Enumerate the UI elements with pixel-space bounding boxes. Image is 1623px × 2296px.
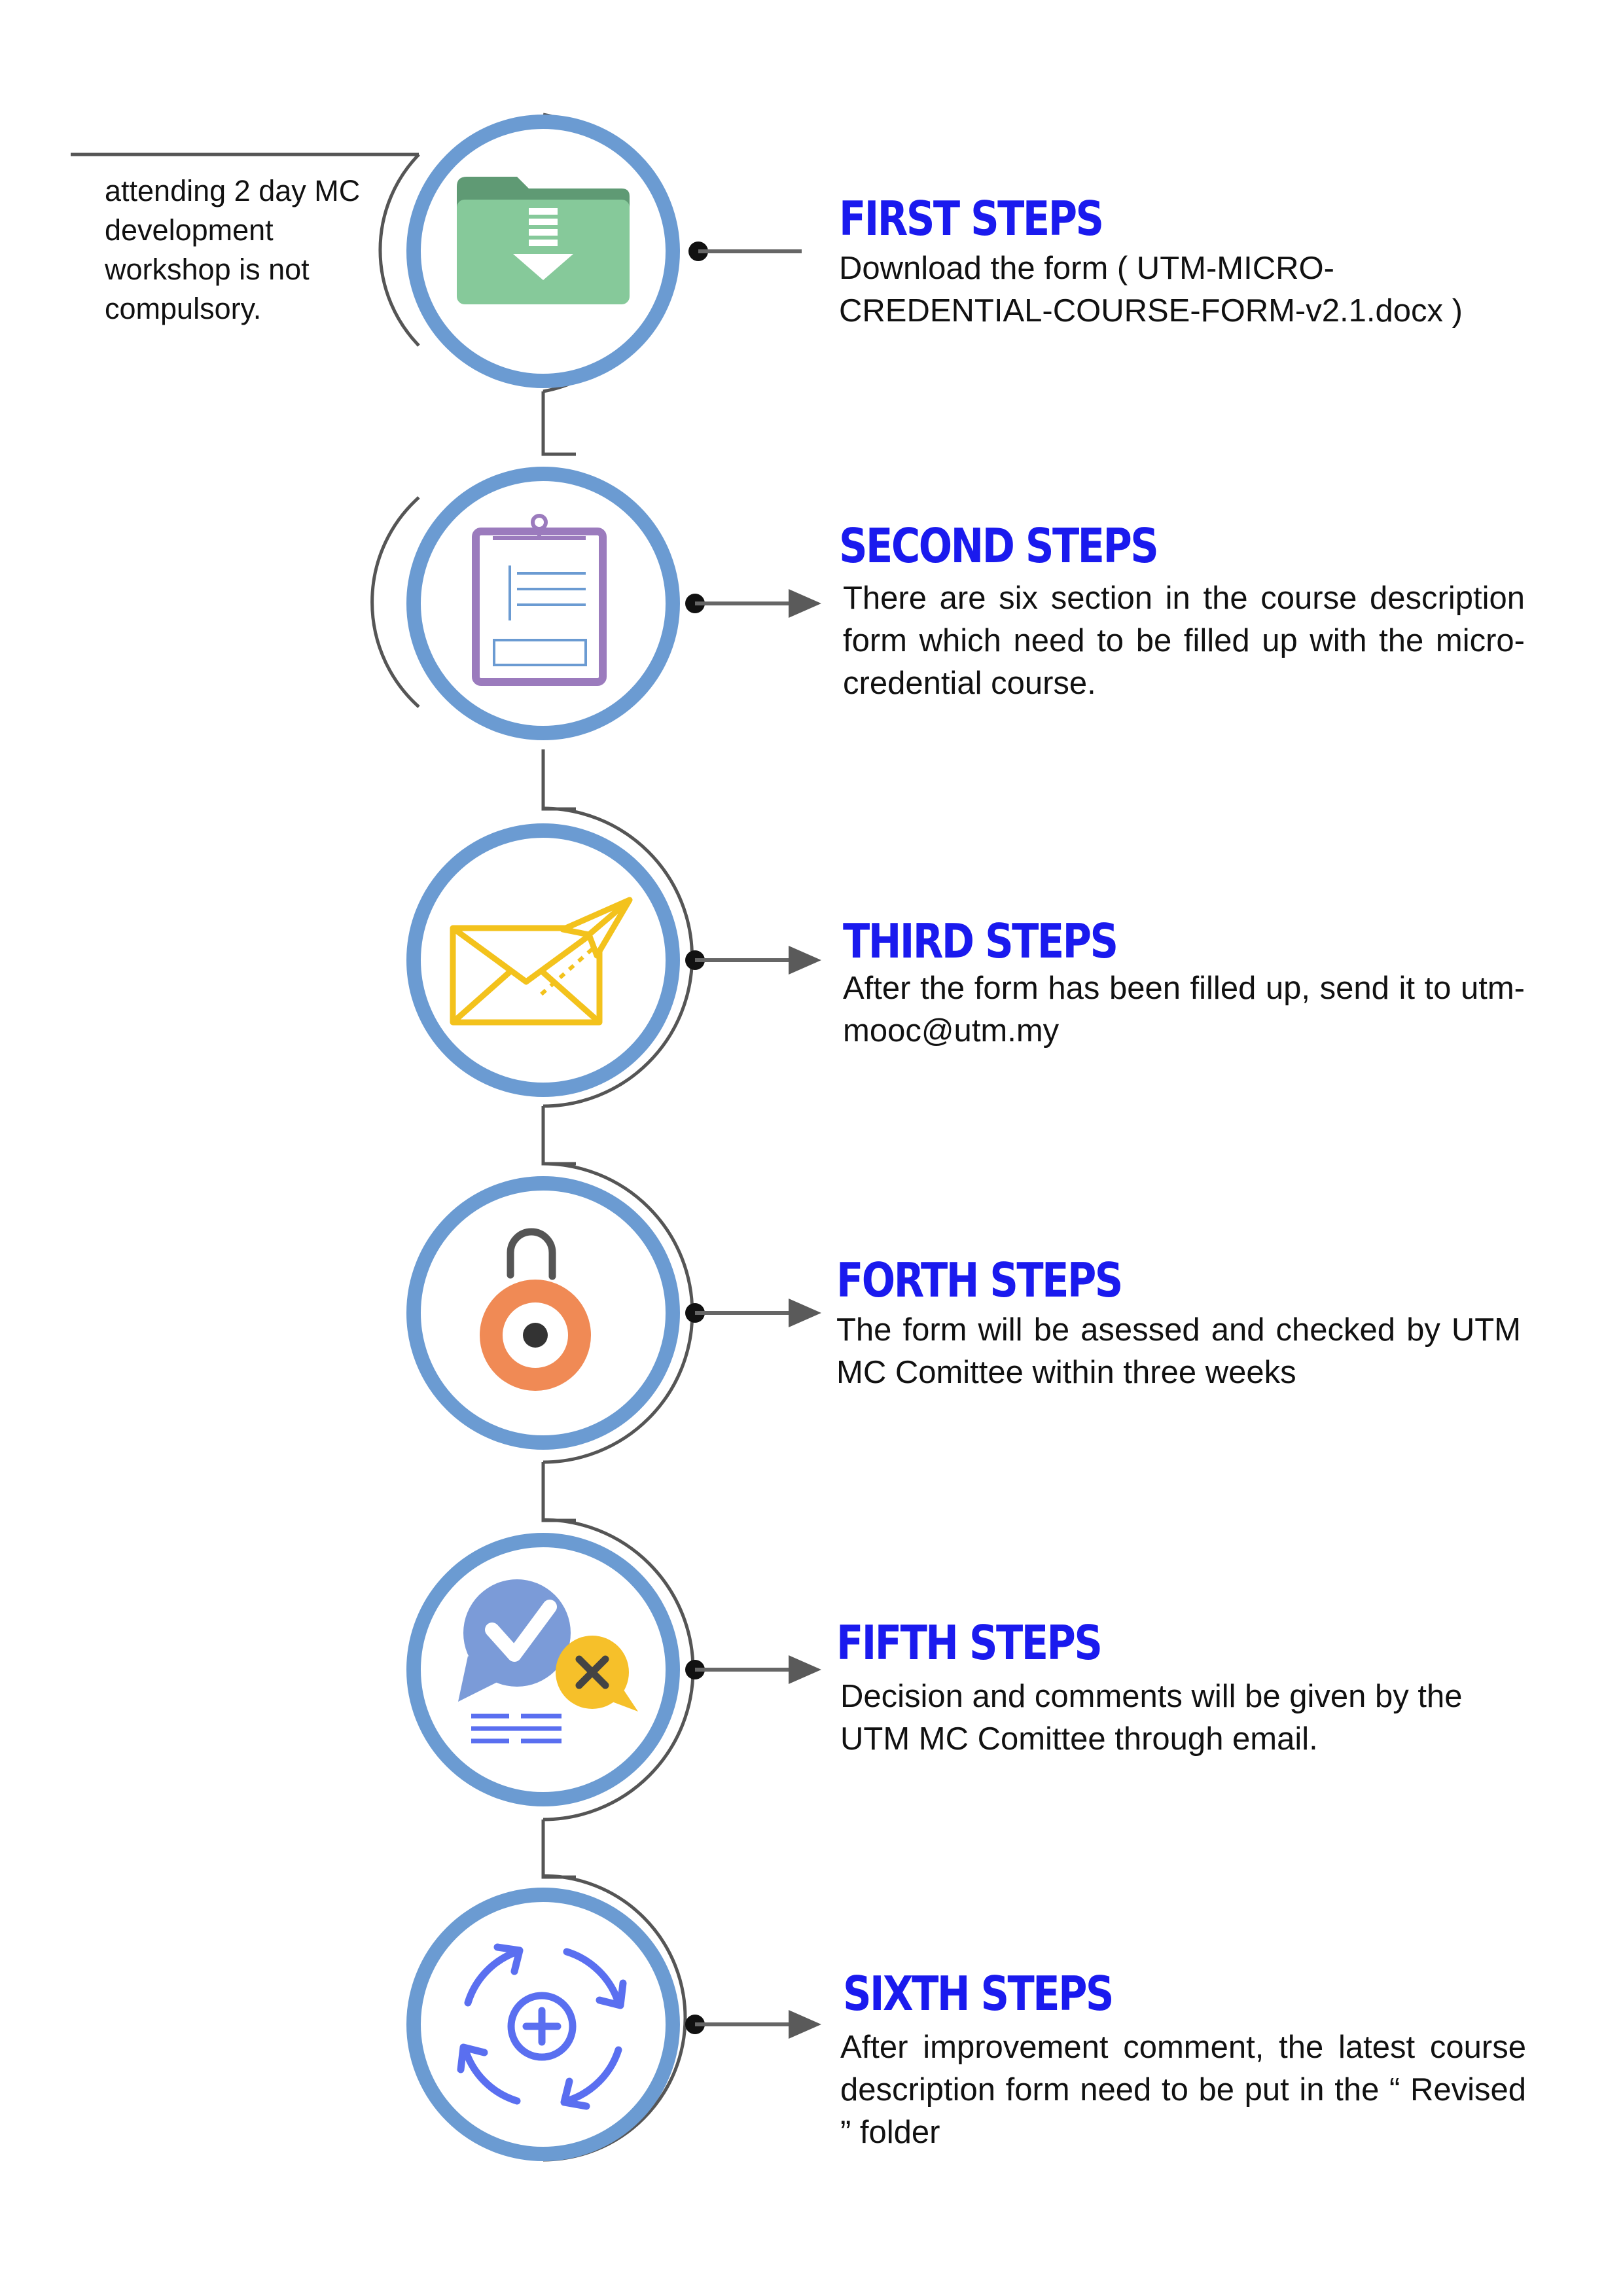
connector-4-5	[541, 1462, 576, 1522]
envelope-send-icon	[450, 897, 633, 1026]
step-6-title: SIXTH STEPS	[843, 1966, 1114, 2021]
step-1-title: FIRST STEPS	[839, 191, 1104, 246]
step-5-node	[406, 1518, 821, 1821]
step-1-description: Download the form ( UTM-MICRO-CREDENTIAL…	[839, 251, 1463, 329]
step-5-description: Decision and comments will be given by t…	[840, 1679, 1463, 1757]
workshop-note: attending 2 day MC development workshop …	[105, 174, 361, 325]
folder-download-icon	[457, 177, 630, 304]
step-2-outer-arc	[370, 496, 420, 708]
revise-cycle-icon	[457, 1943, 627, 2110]
step-2-arrowhead	[789, 589, 821, 618]
step-1-node	[406, 113, 802, 393]
step-4-title: FORTH STEPS	[836, 1253, 1123, 1308]
step-4-arrowhead	[789, 1299, 821, 1327]
connector-2-3	[541, 749, 576, 811]
step-3-description: After the form has been filled up, send …	[843, 971, 1525, 1049]
step-6-description: After improvement comment, the latest co…	[840, 2030, 1526, 2150]
step-2-title: SECOND STEPS	[839, 518, 1159, 573]
step-4-node	[406, 1162, 821, 1464]
step-3-title: THIRD STEPS	[843, 914, 1118, 969]
connector-1-2	[541, 391, 576, 456]
step-4-description: The form will be asessed and checked by …	[836, 1312, 1521, 1390]
note-leader	[71, 152, 420, 347]
connector-3-4	[541, 1106, 576, 1166]
step-5-arrowhead	[789, 1655, 821, 1684]
step-3-arrowhead	[789, 946, 821, 975]
step-6-arrowhead	[789, 2010, 821, 2039]
connector-5-6	[541, 1820, 576, 1879]
step-6-node	[406, 1874, 821, 2162]
step-2-description: There are six section in the course desc…	[843, 581, 1525, 701]
decision-bubbles-icon	[458, 1579, 638, 1744]
padlock-icon	[480, 1228, 591, 1391]
step-3-node	[406, 806, 821, 1108]
step-5-title: FIFTH STEPS	[836, 1615, 1103, 1670]
step-2-node	[370, 467, 821, 740]
clipboard-icon	[472, 514, 607, 686]
